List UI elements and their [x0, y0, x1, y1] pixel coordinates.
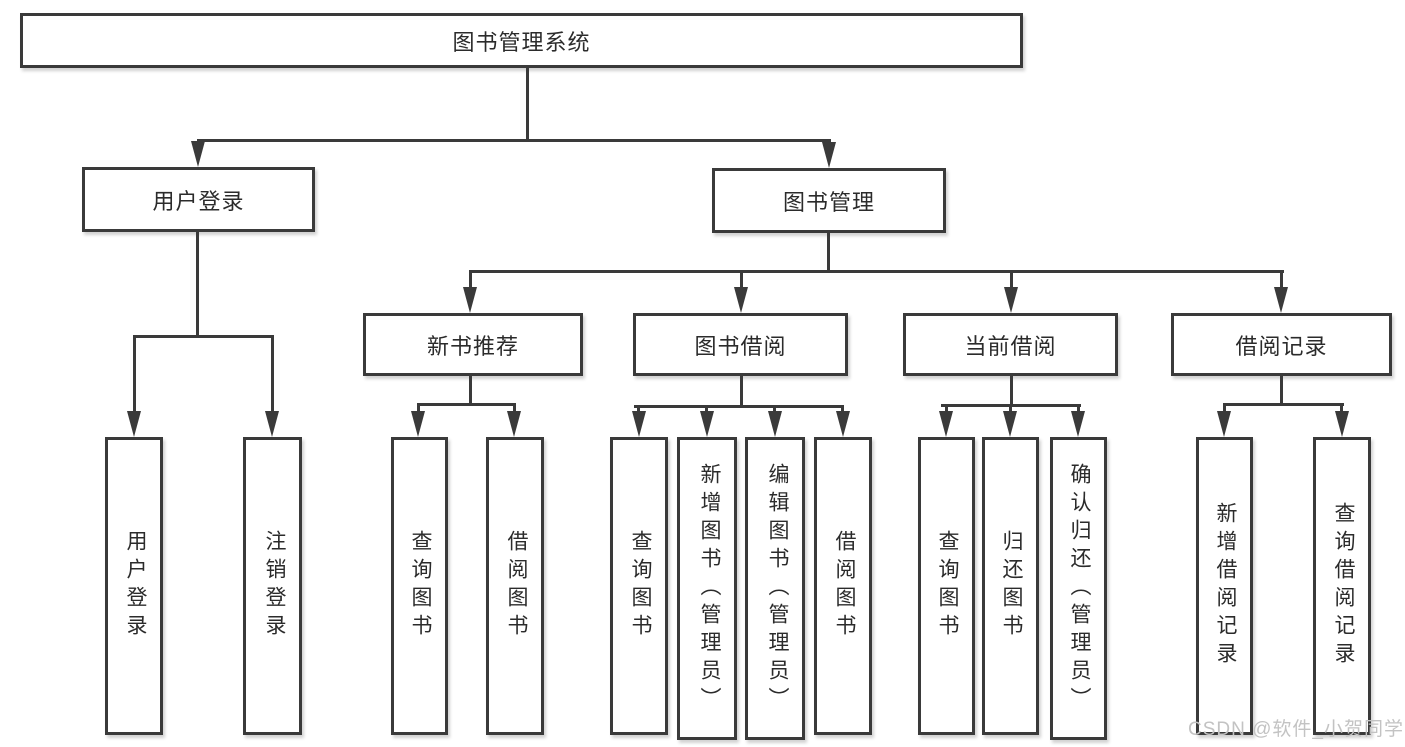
arrow-down-icon — [1335, 411, 1349, 437]
node-add-borrow-record: 新增借阅记录 — [1196, 437, 1253, 735]
node-label: 归还图书 — [1000, 530, 1023, 642]
connector-segment — [133, 337, 136, 413]
connector-segment — [1340, 405, 1343, 415]
node-book-management: 图书管理 — [712, 168, 946, 233]
node-edit-books-admin: 编辑图书（管理员） — [745, 437, 805, 740]
connector-segment — [740, 272, 743, 290]
arrow-down-icon — [411, 411, 425, 437]
connector-segment — [1077, 406, 1080, 415]
connector-segment — [513, 405, 516, 415]
node-label: 用户登录 — [124, 530, 147, 642]
connector-segment — [469, 270, 1284, 273]
node-label: 新增图书（管理员） — [698, 462, 721, 715]
node-label: 查询图书 — [629, 530, 652, 642]
node-label: 图书借阅 — [694, 333, 787, 359]
node-add-books-admin: 新增图书（管理员） — [677, 437, 737, 740]
node-book-borrowing: 图书借阅 — [633, 313, 848, 376]
arrow-down-icon — [939, 411, 953, 437]
connector-segment — [417, 405, 420, 415]
node-logout-action: 注销登录 — [243, 437, 302, 735]
arrow-down-icon — [191, 141, 205, 167]
node-new-book-recommendation: 新书推荐 — [363, 313, 583, 376]
connector-segment — [740, 376, 743, 408]
arrow-down-icon — [1274, 287, 1288, 313]
node-label: 确认归还（管理员） — [1068, 462, 1091, 715]
node-borrowing-borrow-books: 借阅图书 — [814, 437, 872, 735]
arrow-down-icon — [822, 142, 836, 168]
node-label: 用户登录 — [152, 188, 245, 214]
node-label: 图书管理系统 — [452, 29, 591, 55]
connector-segment — [526, 68, 529, 142]
connector-segment — [1009, 406, 1012, 415]
connector-segment — [469, 376, 472, 406]
node-label: 查询图书 — [936, 530, 959, 642]
node-recommend-borrow-books: 借阅图书 — [486, 437, 544, 735]
node-confirm-return-admin: 确认归还（管理员） — [1050, 437, 1107, 740]
node-return-books: 归还图书 — [982, 437, 1039, 735]
arrow-down-icon — [1071, 411, 1085, 437]
node-label: 借阅记录 — [1235, 333, 1328, 359]
connector-segment — [196, 232, 199, 338]
connector-segment — [1280, 376, 1283, 406]
connector-segment — [1223, 403, 1344, 406]
node-label: 图书管理 — [782, 189, 875, 215]
node-borrowing-query-books: 查询图书 — [610, 437, 668, 735]
node-recommend-query-books: 查询图书 — [391, 437, 448, 735]
node-borrowing-records: 借阅记录 — [1171, 313, 1392, 376]
node-query-borrow-record: 查询借阅记录 — [1313, 437, 1371, 735]
node-label: 注销登录 — [263, 530, 286, 642]
connector-segment — [1223, 405, 1226, 415]
node-user-login: 用户登录 — [82, 167, 315, 232]
arrow-down-icon — [265, 411, 279, 437]
node-label: 新书推荐 — [426, 333, 519, 359]
connector-segment — [1010, 272, 1013, 290]
arrow-down-icon — [507, 411, 521, 437]
node-label: 借阅图书 — [833, 530, 856, 642]
node-label: 查询图书 — [409, 530, 432, 642]
arrow-down-icon — [768, 411, 782, 437]
connector-segment — [271, 337, 274, 413]
connector-segment — [1010, 376, 1013, 407]
connector-segment — [133, 335, 274, 338]
arrow-down-icon — [1003, 411, 1017, 437]
arrow-down-icon — [700, 411, 714, 437]
node-current-borrowing: 当前借阅 — [903, 313, 1118, 376]
connector-segment — [827, 233, 830, 273]
connector-segment — [634, 405, 844, 408]
node-label: 当前借阅 — [964, 333, 1057, 359]
csdn-watermark: CSDN @软件_小贺同学 — [1188, 719, 1404, 740]
node-current-query-books: 查询图书 — [918, 437, 975, 735]
arrow-down-icon — [836, 411, 850, 437]
node-label: 编辑图书（管理员） — [766, 462, 789, 715]
arrow-down-icon — [632, 411, 646, 437]
connector-segment — [469, 272, 472, 290]
connector-segment — [197, 139, 831, 142]
connector-segment — [1280, 272, 1283, 290]
connector-segment — [417, 403, 516, 406]
connector-segment — [945, 406, 948, 415]
connector-segment — [941, 404, 1081, 407]
arrow-down-icon — [127, 411, 141, 437]
arrow-down-icon — [1004, 287, 1018, 313]
node-library-management-system: 图书管理系统 — [20, 13, 1023, 68]
node-label: 查询借阅记录 — [1332, 502, 1355, 670]
node-user-login-action: 用户登录 — [105, 437, 163, 735]
arrow-down-icon — [734, 287, 748, 313]
arrow-down-icon — [1217, 411, 1231, 437]
node-label: 借阅图书 — [505, 530, 528, 642]
node-label: 新增借阅记录 — [1214, 502, 1237, 670]
arrow-down-icon — [463, 287, 477, 313]
